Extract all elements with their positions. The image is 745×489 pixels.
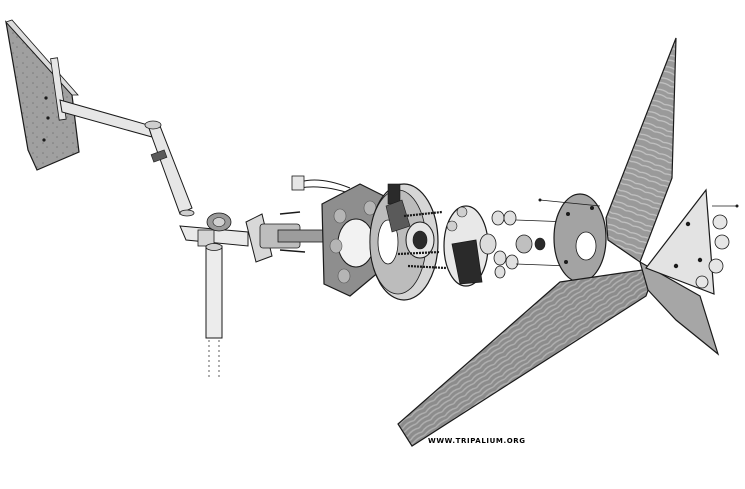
stator (321, 183, 387, 297)
hub-bearing (397, 210, 447, 270)
blade-bottom (397, 267, 657, 447)
hub-plate (553, 193, 607, 283)
tail-boom (59, 99, 195, 217)
tail-vane (5, 19, 80, 171)
front-plate (645, 188, 715, 295)
yaw-pipe (179, 212, 249, 247)
blade-top (605, 37, 677, 263)
blade-right (639, 260, 720, 356)
credit-text: WWW.TRIPALIUM.ORG (428, 437, 526, 445)
front-magnet-rotor (443, 205, 497, 287)
front-nuts (538, 198, 739, 289)
alternator-frame (245, 211, 327, 263)
mast-pipe (205, 243, 223, 378)
stator-wires (291, 175, 353, 195)
